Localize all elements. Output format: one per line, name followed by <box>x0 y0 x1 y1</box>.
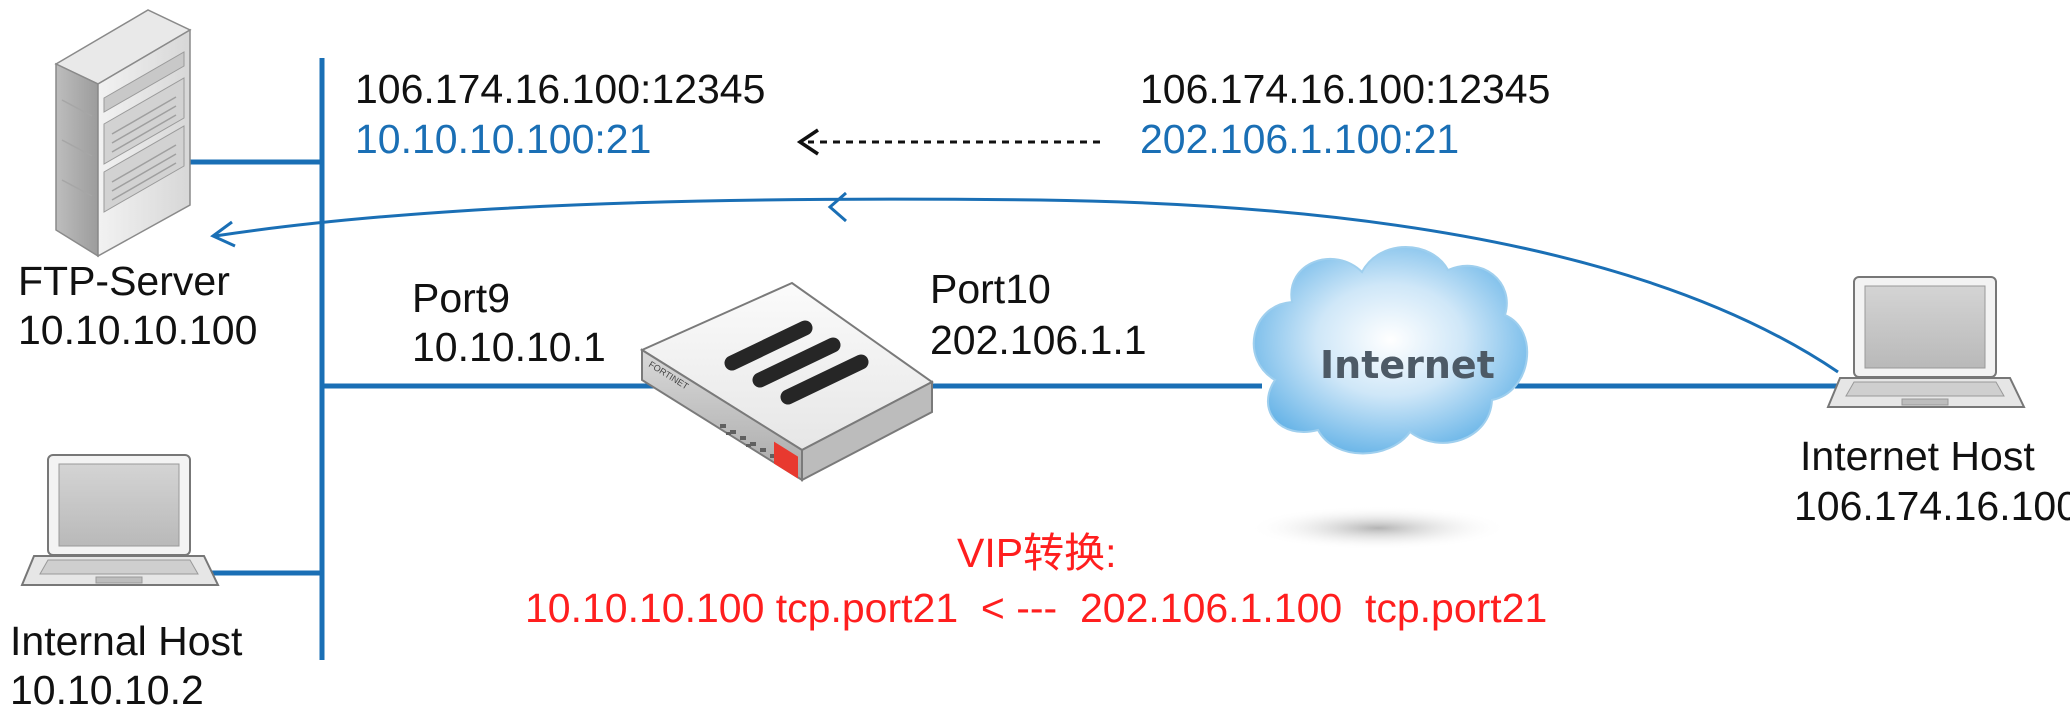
port10-name: Port10 <box>930 266 1051 312</box>
port9-name: Port9 <box>412 275 510 321</box>
nat-arrowhead <box>796 128 819 156</box>
firewall-appliance-icon <box>639 281 934 482</box>
outside-packet-src: 106.174.16.100:12345 <box>1140 66 1551 112</box>
internet-host-name: Internet Host <box>1800 433 2035 479</box>
ftp-server-name: FTP-Server <box>18 258 230 304</box>
vip-title: VIP转换: <box>957 530 1117 576</box>
laptop-icon <box>20 454 220 586</box>
inside-packet-src: 106.174.16.100:12345 <box>355 66 766 112</box>
cloud-icon <box>1248 246 1529 550</box>
laptop-icon <box>1826 276 2026 408</box>
traffic-arrowhead-end <box>210 220 236 248</box>
traffic-arrowhead-mid <box>827 191 847 223</box>
vip-rule: 10.10.10.100 tcp.port21 < --- 202.106.1.… <box>525 585 1548 631</box>
internet-cloud-label: Internet <box>1320 343 1495 387</box>
internal-host-ip: 10.10.10.2 <box>10 667 204 713</box>
server-tower-icon <box>54 9 192 258</box>
inside-packet-dst: 10.10.10.100:21 <box>355 116 652 162</box>
internet-host-ip: 106.174.16.100 <box>1794 483 2070 529</box>
ftp-server-ip: 10.10.10.100 <box>18 307 258 353</box>
traffic-path-curve <box>214 197 1839 374</box>
port9-ip: 10.10.10.1 <box>412 324 606 370</box>
port10-ip: 202.106.1.1 <box>930 317 1147 363</box>
outside-packet-dst: 202.106.1.100:21 <box>1140 116 1460 162</box>
internal-host-name: Internal Host <box>10 618 243 664</box>
